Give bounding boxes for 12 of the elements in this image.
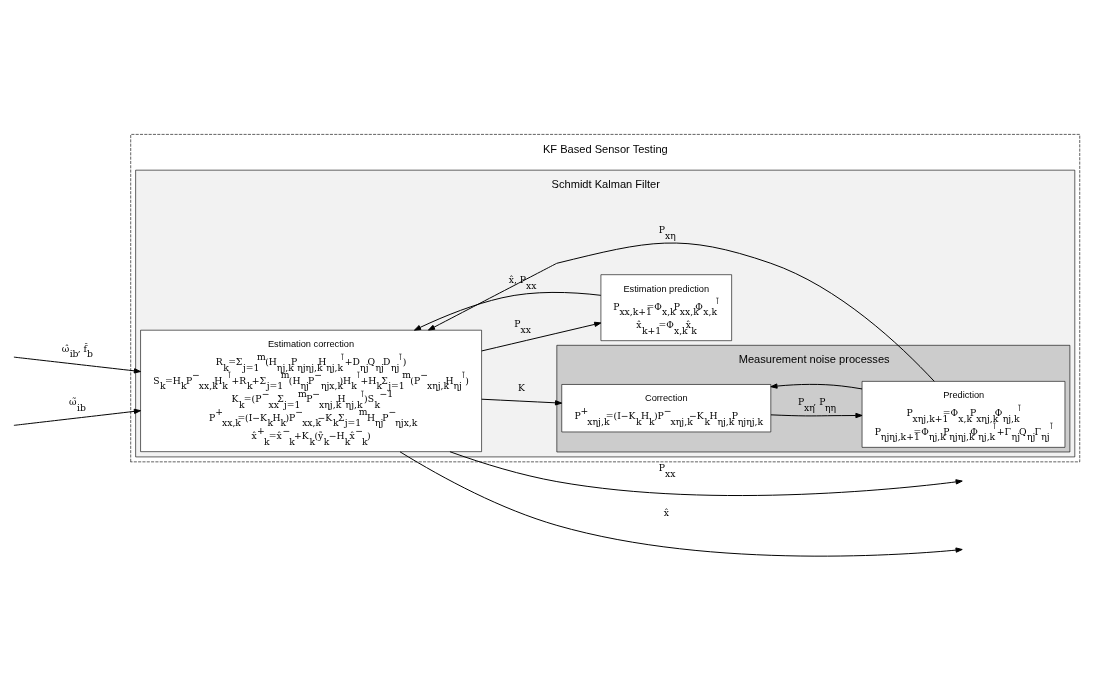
arrow (427, 242, 935, 382)
arrow (481, 321, 602, 352)
arrow (413, 291, 602, 331)
arrow (481, 398, 563, 406)
edge-label: K (517, 382, 525, 394)
edge-label: x̂ (663, 506, 670, 518)
arrow (399, 451, 963, 557)
arrow (770, 412, 863, 419)
arrow (770, 383, 863, 390)
arrow (13, 408, 141, 426)
arrow (13, 356, 141, 374)
arrow (449, 451, 963, 496)
